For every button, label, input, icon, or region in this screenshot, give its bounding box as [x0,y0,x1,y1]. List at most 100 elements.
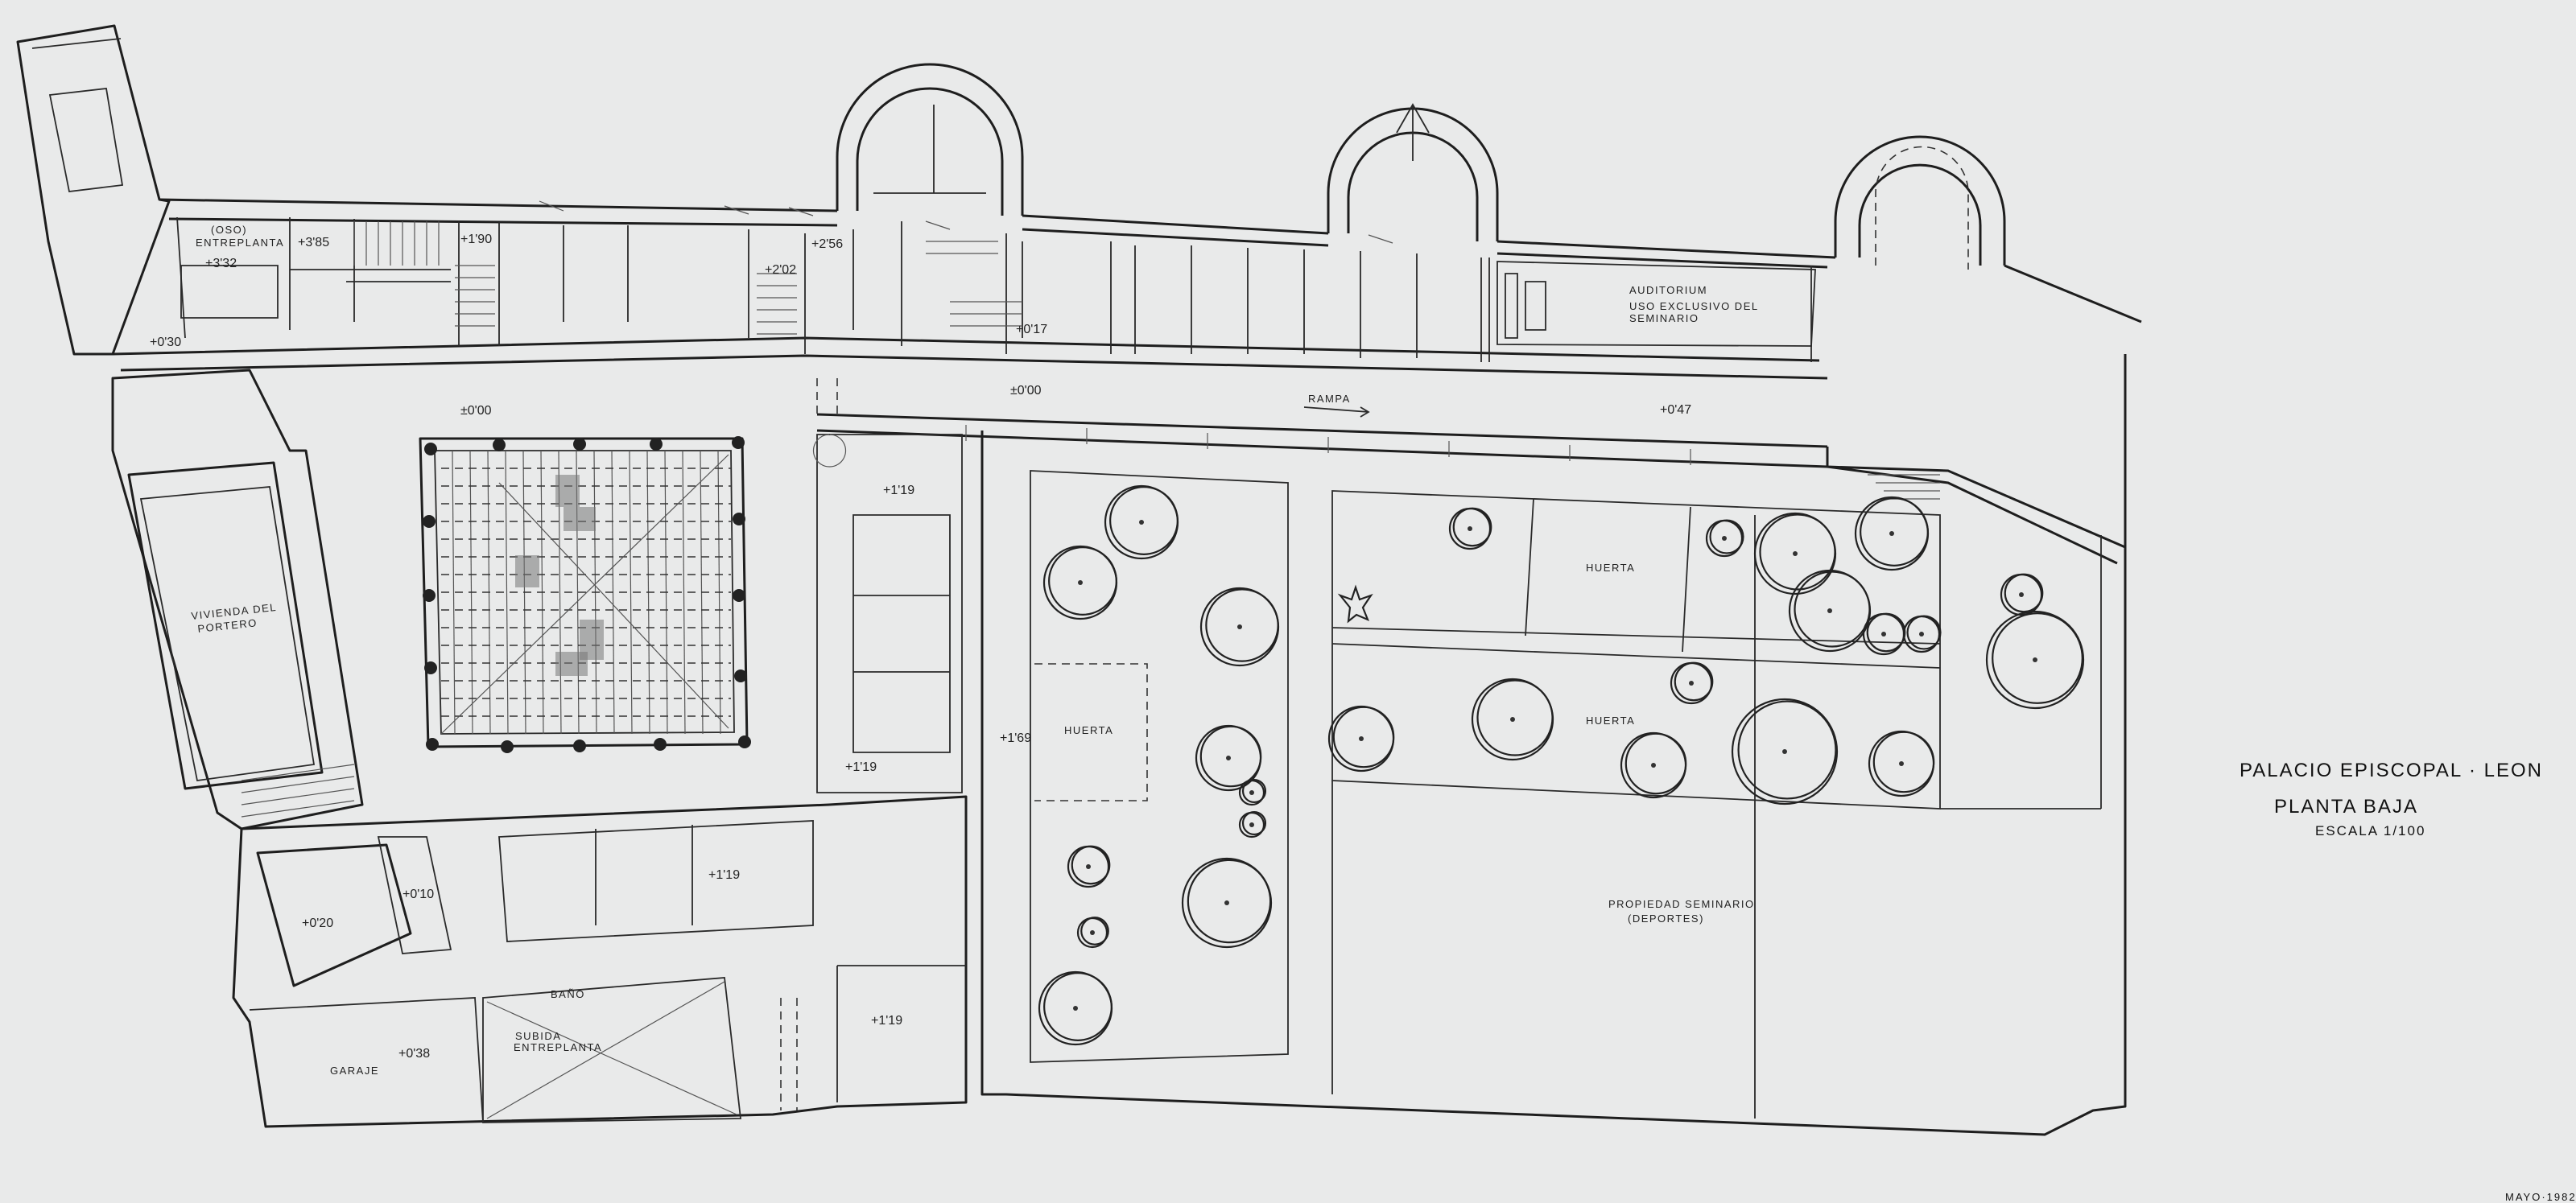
label-auditorium-note-1: USO EXCLUSIVO DEL [1629,300,1759,312]
label-huerta-1: HUERTA [1064,724,1113,736]
column-marker [501,740,514,753]
tree-outline [1737,700,1837,800]
tree-outline [1187,859,1272,944]
courtyard-inner-border [434,450,735,735]
tree-trunk [1889,531,1894,536]
tree-outline [1332,706,1395,768]
level-119-b: +1'19 [845,760,877,774]
column-marker [573,438,586,451]
label-subida-1: SUBIDA [515,1030,561,1042]
level-119-d: +1'19 [871,1014,902,1028]
label-entreplanta: ENTREPLANTA [196,237,284,249]
column-marker [733,589,745,602]
tree-trunk [2033,657,2037,662]
level-047: +0'47 [1660,403,1691,417]
north-apses [836,63,2006,270]
tree-trunk [1793,551,1798,556]
level-000-corridor: ±0'00 [1010,384,1042,398]
level-202: +2'02 [765,263,796,277]
level-017: +0'17 [1016,323,1047,336]
column-marker [738,735,751,748]
label-huerta-2: HUERTA [1586,562,1635,574]
paving-pattern [555,475,580,507]
label-huerta-3: HUERTA [1586,715,1635,727]
column-marker [654,738,667,751]
tree-trunk [1899,761,1904,766]
level-119-c: +1'19 [708,868,740,882]
tree-trunk [1249,790,1254,795]
tree-outline [1205,588,1279,662]
paving-line [505,450,509,735]
tree-trunk [1359,736,1364,741]
west-wing [111,369,364,830]
paving-line [682,450,686,735]
paving-pattern [564,507,596,531]
tree-outline [1241,778,1267,804]
tree-trunk [1139,520,1144,525]
drawing-title: PALACIO EPISCOPAL · LEON [2240,760,2543,781]
level-marks: +3'32 +3'85 +1'90 +2'02 +2'56 ±0'00 ±0'0… [150,233,1691,1061]
tree-trunk [2019,592,2024,597]
tree-trunk [1881,632,1886,637]
column-marker [493,439,506,451]
tree-outline [1794,571,1871,648]
level-010: +0'10 [402,888,434,901]
tree-trunk [1689,681,1694,686]
level-332: +3'32 [205,257,237,270]
level-030: +0'30 [150,336,181,349]
level-190: +1'90 [460,233,492,246]
level-020: +0'20 [302,917,333,930]
tree-outline [1866,612,1906,653]
tree-trunk [1722,536,1727,541]
tree-outline [1906,615,1942,650]
tree-outline [1709,519,1744,554]
tree-outline [2004,573,2044,613]
tree-outline [1452,507,1492,547]
tree-trunk [1510,717,1515,722]
tree-outline [1080,917,1109,946]
tree-trunk [1249,822,1254,827]
paving-pattern [515,555,539,587]
column-marker [426,738,439,751]
courtyard-diagonal [440,454,729,735]
gardens [980,354,2127,1136]
tree-trunk [1827,608,1832,613]
column-marker [573,740,586,752]
tree-trunk [1073,1006,1078,1011]
drawing-subtitle: PLANTA BAJA [2274,796,2418,818]
column-marker [423,515,436,528]
tree-outline [1476,679,1554,756]
column-marker [733,513,745,525]
column-marker [423,589,436,602]
tree-outline [1048,546,1117,616]
column-marker [424,661,437,674]
level-169: +1'69 [1000,731,1031,745]
northwest-tower [16,24,171,356]
level-256: +2'56 [811,237,843,251]
level-038: +0'38 [398,1047,430,1061]
title-block: PALACIO EPISCOPAL · LEON PLANTA BAJA ESC… [2240,760,2575,1203]
tree-trunk [1224,900,1229,905]
tree-outline [1043,972,1113,1041]
corridor-ramp [816,378,2126,565]
label-propiedad-2: (DEPORTES) [1628,913,1704,925]
label-subida-2: ENTREPLANTA [514,1041,602,1053]
tree-outline [1199,725,1262,788]
tree-trunk [1919,632,1924,637]
level-119-a: +1'19 [883,484,914,497]
tree-trunk [1468,526,1472,531]
tree-outline [1624,732,1687,795]
label-auditorium-note-2: SEMINARIO [1629,312,1699,324]
label-garaje: GARAJE [330,1065,379,1077]
tree-outline [1109,486,1179,555]
label-entreplanta-use: (OSO) [211,224,247,236]
label-auditorium: AUDITORIUM [1629,284,1707,296]
column-marker [650,438,663,451]
tree-outline [1071,845,1111,885]
tree-trunk [1078,580,1083,585]
label-propiedad-1: PROPIEDAD SEMINARIO [1608,898,1755,910]
tree-trunk [1086,864,1091,869]
tree-icon [1985,610,2085,710]
tree-trunk [1651,763,1656,768]
